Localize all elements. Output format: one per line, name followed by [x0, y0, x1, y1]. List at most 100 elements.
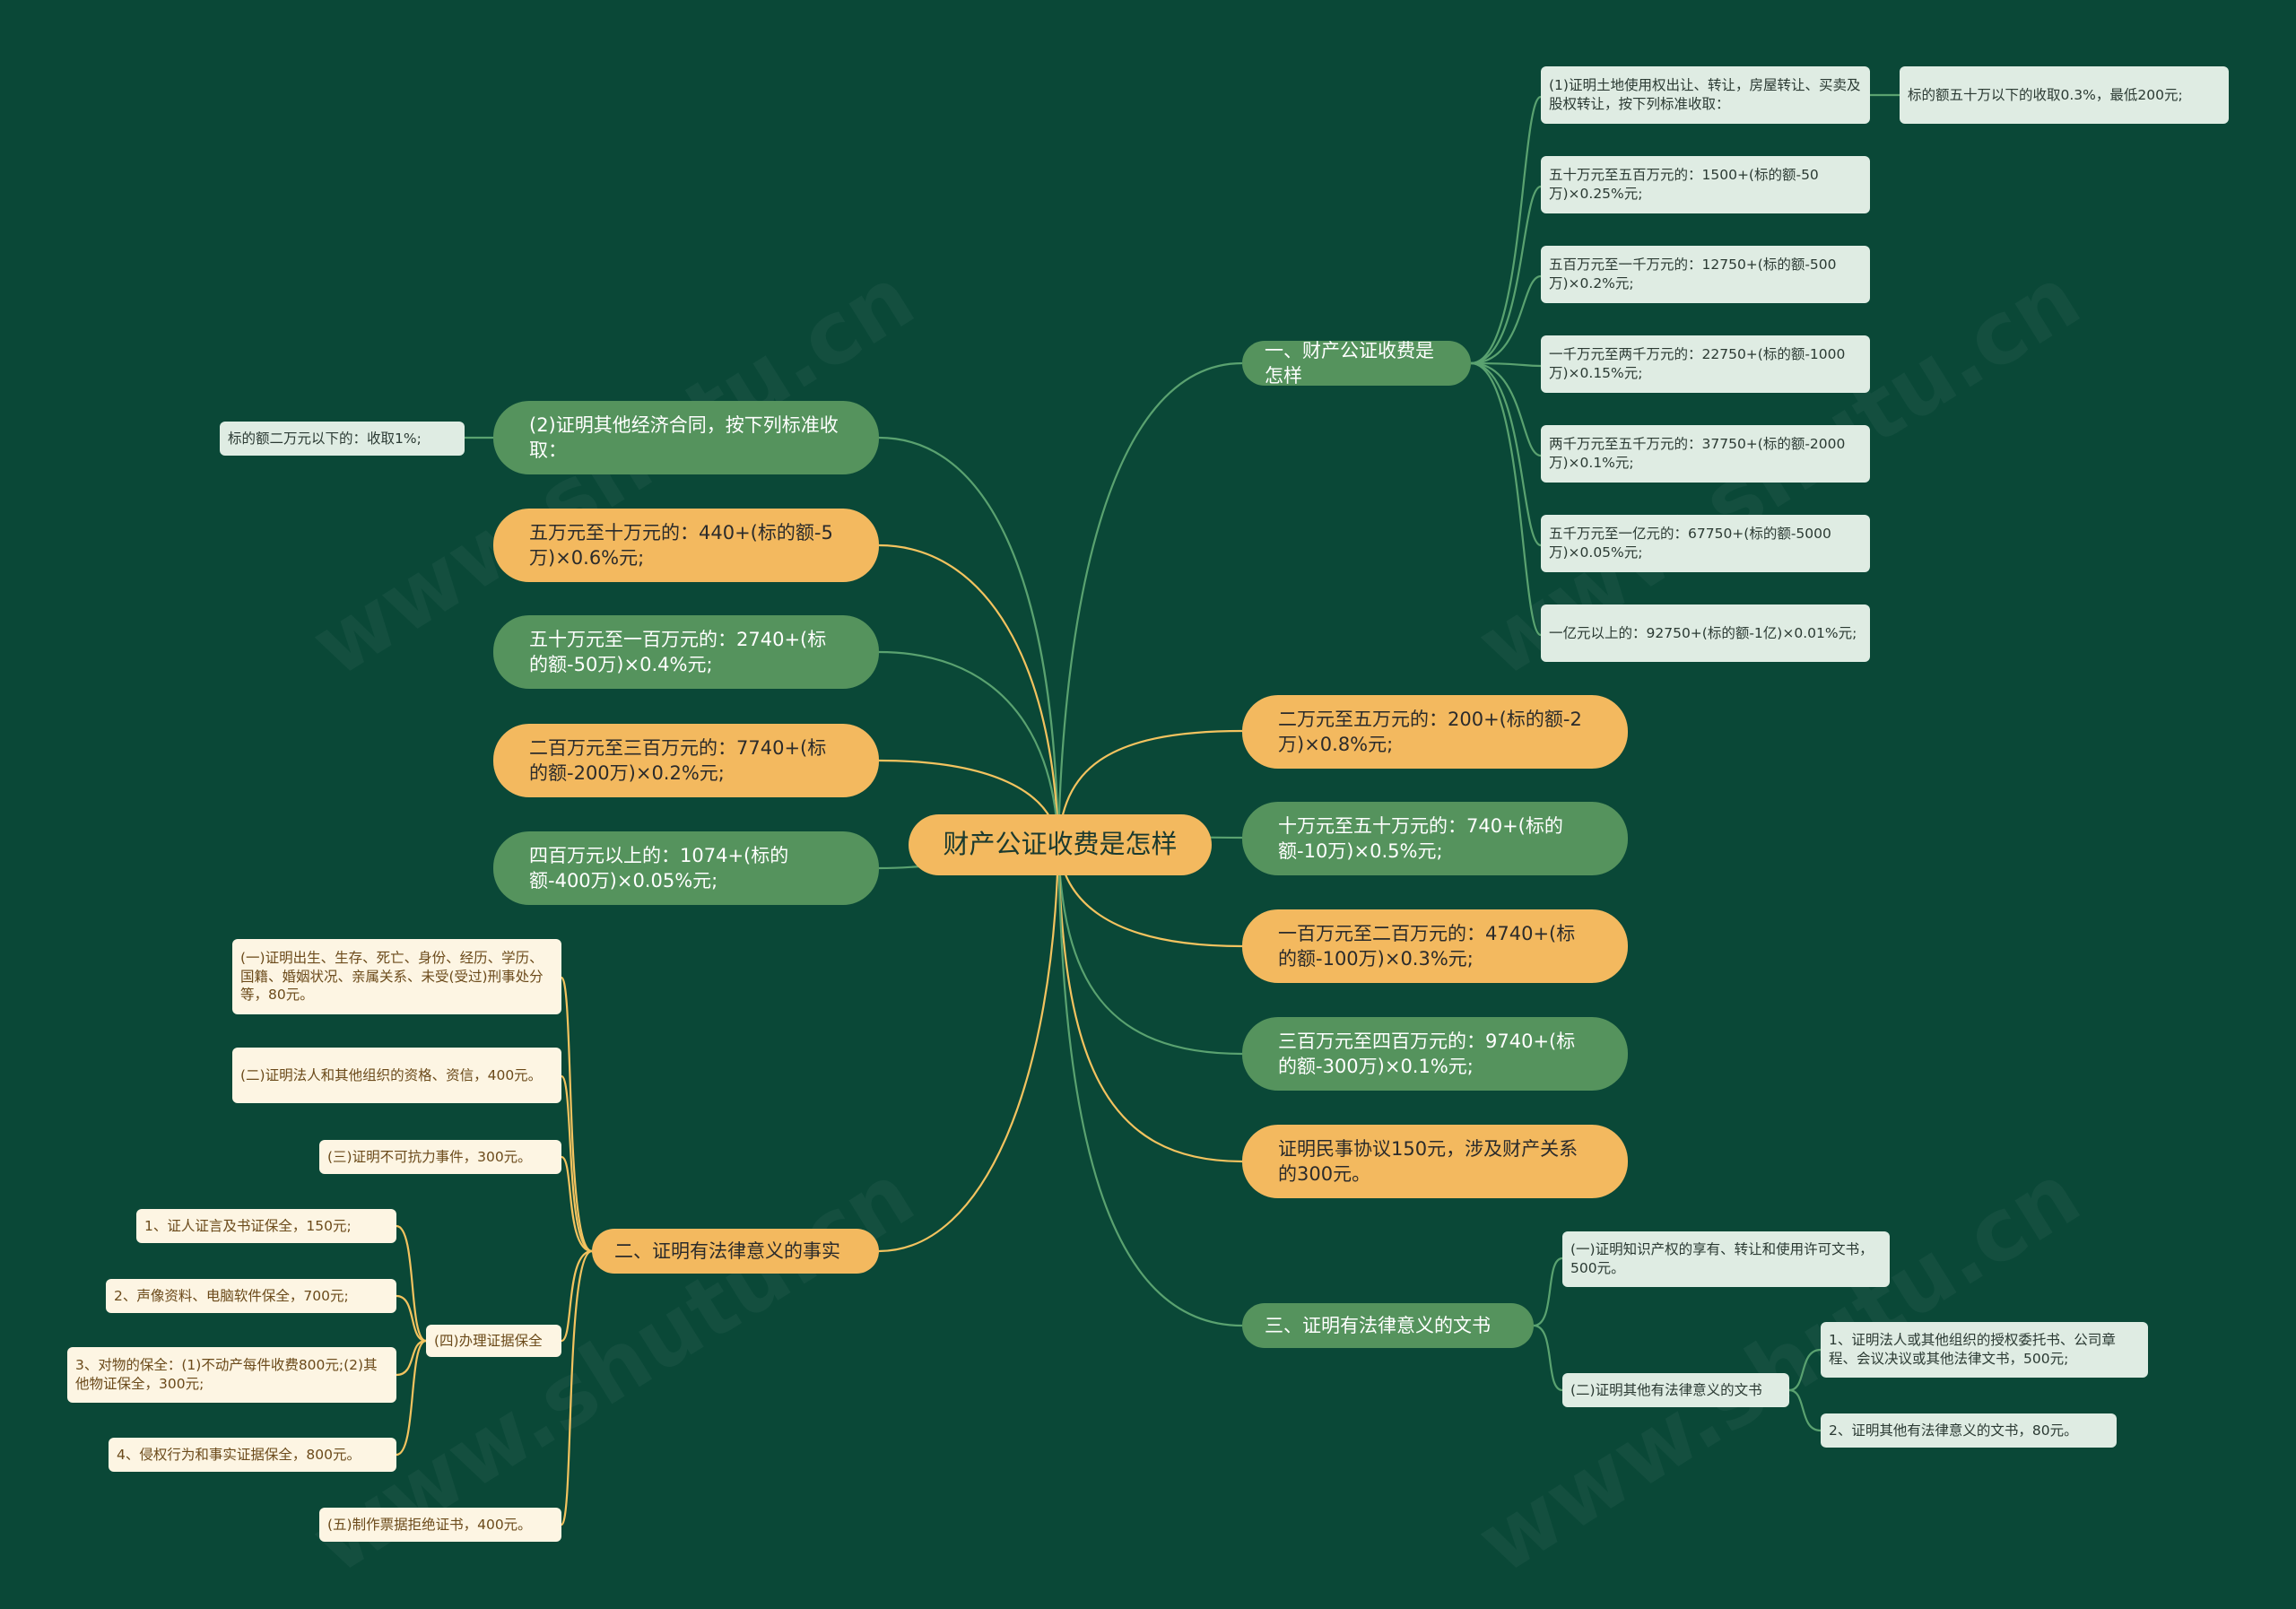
node-text: 十万元至五十万元的：740+(标的额-10万)×0.5%元; [1278, 814, 1563, 862]
leaf-item[interactable]: (三)证明不可抗力事件，300元。 [319, 1140, 561, 1174]
link [1470, 361, 1542, 457]
link [1470, 361, 1542, 547]
leaf-text: 五十万元至五百万元的：1500+(标的额-50万)×0.25%元; [1549, 167, 1819, 202]
leaf-item[interactable]: (五)制作票据拒绝证书，400元。 [319, 1508, 561, 1542]
left-node[interactable]: 五十万元至一百万元的：2740+(标的额-50万)×0.4%元; [493, 615, 879, 689]
link [878, 650, 1060, 846]
leaf-text: 两千万元至五千万元的：37750+(标的额-2000万)×0.1%元; [1549, 436, 1846, 471]
right-node[interactable]: 一百万元至二百万元的：4740+(标的额-100万)×0.3%元; [1242, 909, 1628, 983]
right-node[interactable]: 二万元至五万元的：200+(标的额-2万)×0.8%元; [1242, 695, 1628, 769]
link [1788, 1388, 1822, 1432]
link [1533, 1324, 1563, 1392]
leaf-text: 一千万元至两千万元的：22750+(标的额-1000万)×0.15%元; [1549, 346, 1846, 381]
leaf-text: 1、证明法人或其他组织的授权委托书、公司章程、会议决议或其他法律文书，500元; [1829, 1332, 2116, 1367]
left-node[interactable]: (2)证明其他经济合同，按下列标准收取： [493, 401, 879, 474]
leaf-item[interactable]: 2、声像资料、电脑软件保全，700元; [106, 1279, 396, 1313]
leaf-item[interactable]: (二)证明其他有法律意义的文书 [1562, 1373, 1789, 1407]
link [560, 1074, 593, 1253]
link [878, 436, 1060, 846]
right-node[interactable]: 十万元至五十万元的：740+(标的额-10万)×0.5%元; [1242, 802, 1628, 875]
leaf-text: 2、证明其他有法律意义的文书，80元。 [1829, 1422, 2078, 1439]
leaf-item[interactable]: 标的额五十万以下的收取0.3%，最低200元; [1900, 66, 2229, 124]
branch-label: 二、证明有法律意义的事实 [614, 1239, 840, 1262]
link [1470, 185, 1542, 365]
node-text: (2)证明其他经济合同，按下列标准收取： [529, 413, 839, 461]
branch-label: 一、财产公证收费是怎样 [1265, 339, 1434, 387]
node-text: 三百万元至四百万元的：9740+(标的额-300万)×0.1%元; [1278, 1030, 1576, 1077]
leaf-text: (一)证明出生、生存、死亡、身份、经历、学历、国籍、婚姻状况、亲属关系、未受(受… [240, 949, 544, 1004]
left-node[interactable]: 二百万元至三百万元的：7740+(标的额-200万)×0.2%元; [493, 724, 879, 797]
branch-legal-documents[interactable]: 三、证明有法律意义的文书 [1242, 1303, 1534, 1348]
link [1470, 274, 1542, 365]
leaf-text: 标的额二万元以下的：收取1%; [228, 430, 422, 447]
leaf-text: 3、对物的保全：(1)不动产每件收费800元;(2)其他物证保全，300元; [75, 1357, 378, 1392]
leaf-text: 2、声像资料、电脑软件保全，700元; [114, 1287, 349, 1304]
leaf-item[interactable]: (一)证明知识产权的享有、转让和使用许可文书，500元。 [1562, 1231, 1890, 1287]
leaf-item[interactable]: (二)证明法人和其他组织的资格、资信，400元。 [232, 1048, 561, 1103]
leaf-item[interactable]: 1、证人证言及书证保全，150元; [136, 1209, 396, 1243]
node-text: 五万元至十万元的：440+(标的额-5万)×0.6%元; [529, 521, 833, 569]
leaf-text: 五千万元至一亿元的：67750+(标的额-5000万)×0.05%元; [1549, 526, 1831, 561]
leaf-text: (四)办理证据保全 [434, 1332, 543, 1349]
leaf-text: (一)证明知识产权的享有、转让和使用许可文书，500元。 [1570, 1241, 1874, 1276]
link [561, 1249, 593, 1343]
right-node[interactable]: 三百万元至四百万元的：9740+(标的额-300万)×0.1%元; [1242, 1017, 1628, 1091]
leaf-text: 4、侵权行为和事实证据保全，800元。 [117, 1446, 361, 1463]
left-node[interactable]: 四百万元以上的：1074+(标的额-400万)×0.05%元; [493, 831, 879, 905]
leaf-item[interactable]: (一)证明出生、生存、死亡、身份、经历、学历、国籍、婚姻状况、亲属关系、未受(受… [232, 939, 561, 1014]
leaf-item[interactable]: 1、证明法人或其他组织的授权委托书、公司章程、会议决议或其他法律文书，500元; [1821, 1322, 2148, 1378]
leaf-item[interactable]: 两千万元至五千万元的：37750+(标的额-2000万)×0.1%元; [1541, 425, 1870, 483]
link [561, 1155, 593, 1253]
right-node[interactable]: 证明民事协议150元，涉及财产关系的300元。 [1242, 1125, 1628, 1198]
node-text: 证明民事协议150元，涉及财产关系的300元。 [1278, 1137, 1578, 1185]
link [1057, 844, 1243, 1327]
leaf-text: (二)证明法人和其他组织的资格、资信，400元。 [240, 1066, 543, 1083]
leaf-item[interactable]: 五百万元至一千万元的：12750+(标的额-500万)×0.2%元; [1541, 246, 1870, 303]
link [1533, 1257, 1563, 1327]
link [1470, 95, 1542, 365]
leaf-item[interactable]: 3、对物的保全：(1)不动产每件收费800元;(2)其他物证保全，300元; [67, 1347, 396, 1403]
root-topic[interactable]: 财产公证收费是怎样 [909, 814, 1212, 875]
leaf-text: 标的额五十万以下的收取0.3%，最低200元; [1908, 86, 2183, 103]
node-text: 四百万元以上的：1074+(标的额-400万)×0.05%元; [529, 844, 789, 891]
leaf-item[interactable]: 标的额二万元以下的：收取1%; [220, 422, 465, 456]
branch-legal-facts[interactable]: 二、证明有法律意义的事实 [592, 1229, 879, 1274]
link [560, 976, 593, 1253]
leaf-item[interactable]: 五十万元至五百万元的：1500+(标的额-50万)×0.25%元; [1541, 156, 1870, 213]
link [396, 1294, 427, 1343]
leaf-text: 1、证人证言及书证保全，150元; [144, 1217, 352, 1234]
leaf-text: (1)证明土地使用权出让、转让，房屋转让、买卖及股权转让，按下列标准收取： [1549, 77, 1861, 112]
link [1788, 1348, 1822, 1392]
node-text: 五十万元至一百万元的：2740+(标的额-50万)×0.4%元; [529, 628, 827, 675]
leaf-item[interactable]: 一千万元至两千万元的：22750+(标的额-1000万)×0.15%元; [1541, 335, 1870, 393]
link [396, 1224, 427, 1343]
leaf-item[interactable]: (四)办理证据保全 [426, 1325, 561, 1357]
leaf-text: 五百万元至一千万元的：12750+(标的额-500万)×0.2%元; [1549, 257, 1837, 291]
branch-property-fee[interactable]: 一、财产公证收费是怎样 [1242, 339, 1471, 387]
leaf-item[interactable]: 一亿元以上的：92750+(标的额-1亿)×0.01%元; [1541, 604, 1870, 662]
left-node[interactable]: 五万元至十万元的：440+(标的额-5万)×0.6%元; [493, 509, 879, 582]
leaf-text: (二)证明其他有法律意义的文书 [1570, 1381, 1762, 1398]
leaf-item[interactable]: (1)证明土地使用权出让、转让，房屋转让、买卖及股权转让，按下列标准收取： [1541, 66, 1870, 124]
node-text: 二万元至五万元的：200+(标的额-2万)×0.8%元; [1278, 708, 1582, 755]
link [878, 544, 1060, 846]
link [1057, 844, 1243, 1163]
leaf-text: (五)制作票据拒绝证书，400元。 [327, 1516, 532, 1533]
node-text: 一百万元至二百万元的：4740+(标的额-100万)×0.3%元; [1278, 922, 1576, 970]
link [878, 844, 1060, 1253]
link [560, 1249, 593, 1526]
link [1470, 361, 1542, 368]
root-label: 财产公证收费是怎样 [943, 829, 1178, 860]
leaf-item[interactable]: 2、证明其他有法律意义的文书，80元。 [1821, 1413, 2117, 1448]
node-text: 二百万元至三百万元的：7740+(标的额-200万)×0.2%元; [529, 736, 827, 784]
link [396, 1339, 427, 1377]
leaf-text: (三)证明不可抗力事件，300元。 [327, 1148, 532, 1165]
leaf-text: 一亿元以上的：92750+(标的额-1亿)×0.01%元; [1549, 624, 1857, 641]
leaf-item[interactable]: 五千万元至一亿元的：67750+(标的额-5000万)×0.05%元; [1541, 515, 1870, 572]
link [1470, 361, 1542, 637]
leaf-item[interactable]: 4、侵权行为和事实证据保全，800元。 [109, 1438, 396, 1472]
link [1057, 361, 1243, 846]
link [1057, 844, 1243, 1056]
branch-label: 三、证明有法律意义的文书 [1265, 1314, 1491, 1336]
link [396, 1339, 427, 1457]
